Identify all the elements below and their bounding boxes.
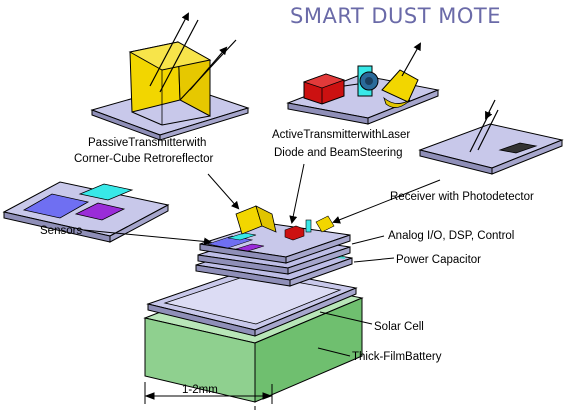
label-passive-transmitter-2: Corner-Cube Retroreflector — [74, 153, 214, 165]
receiver-detail — [418, 99, 564, 175]
label-dimension: 1-2mm — [182, 384, 218, 396]
passive-transmitter-detail — [90, 12, 250, 141]
sensors-detail — [2, 181, 170, 243]
dimension-marker — [144, 382, 273, 410]
label-power-capacitor: Power Capacitor — [396, 254, 482, 266]
label-solar-cell: Solar Cell — [374, 321, 424, 333]
mote-top-layer — [199, 205, 351, 264]
diagram-title: SMART DUST MOTE — [290, 4, 501, 28]
label-analog-io: Analog I/O, DSP, Control — [388, 230, 515, 242]
label-active-transmitter-1: ActiveTransmitterwithLaser — [272, 129, 411, 141]
label-active-transmitter-2: Diode and BeamSteering — [274, 147, 403, 159]
label-receiver: Receiver with Photodetector — [390, 191, 534, 203]
leader-lines — [83, 163, 441, 357]
active-transmitter-detail — [286, 42, 440, 125]
label-sensors: Sensors — [40, 225, 83, 237]
solar-cell — [146, 267, 358, 337]
label-passive-transmitter-1: PassiveTransmitterwith — [88, 137, 207, 149]
label-battery: Thick-FilmBattery — [352, 351, 442, 363]
